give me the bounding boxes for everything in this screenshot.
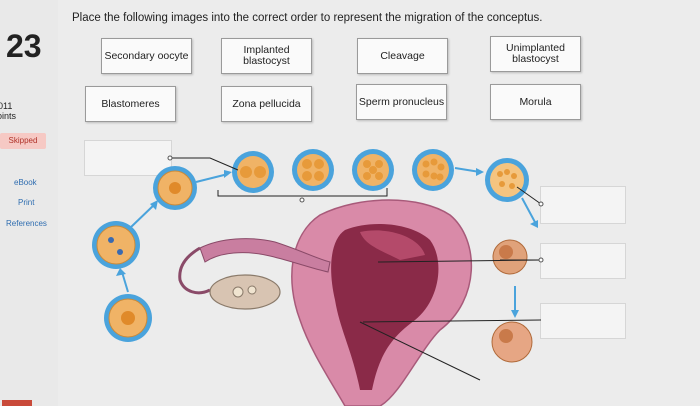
follicle — [232, 286, 244, 298]
stage-two-cell — [232, 151, 274, 193]
uterine-cavity — [331, 224, 439, 390]
red-tab — [2, 400, 32, 406]
drop-zone-3[interactable] — [540, 243, 626, 279]
tile-cleavage[interactable]: Cleavage — [357, 38, 448, 74]
follicle — [247, 285, 257, 295]
tile-secondary-oocyte[interactable]: Secondary oocyte — [101, 38, 192, 74]
drop-zone-4[interactable] — [540, 303, 626, 339]
question-prompt: Place the following images into the corr… — [72, 12, 543, 24]
leader-dot — [538, 257, 544, 263]
sidebar: 23 011 oints Skipped eBook Print Referen… — [0, 0, 58, 406]
stage-morula — [412, 149, 454, 191]
leader-lines — [170, 157, 542, 381]
conceptus-migration-diagram — [92, 149, 544, 406]
stage-four-cell — [292, 149, 334, 191]
points-value: 011 — [0, 101, 13, 111]
endometrium — [360, 230, 425, 260]
stage-implanting-blastocyst — [491, 321, 533, 363]
leader-dot — [167, 155, 173, 161]
references-link[interactable]: References — [6, 219, 47, 228]
stage-eight-cell — [352, 149, 394, 191]
stage-oocyte-bottom — [104, 294, 152, 342]
fallopian-tube — [199, 238, 331, 273]
stage-blastocyst — [485, 158, 529, 202]
stage-fertilized-egg — [153, 166, 197, 210]
drop-zone-1[interactable] — [84, 140, 172, 176]
points-label: oints — [0, 111, 17, 121]
tile-sperm-pronucleus[interactable]: Sperm pronucleus — [356, 84, 447, 120]
question-area: Place the following images into the corr… — [60, 0, 700, 406]
tile-zona-pellucida[interactable]: Zona pellucida — [221, 86, 312, 122]
tile-blastomeres[interactable]: Blastomeres — [85, 86, 176, 122]
leader-dot — [299, 197, 305, 203]
drop-zone-2[interactable] — [540, 186, 626, 224]
tile-unimplanted-blastocyst[interactable]: Unimplanted blastocyst — [490, 36, 581, 72]
ovary — [209, 274, 281, 310]
stage-hatching-blastocyst — [492, 239, 528, 275]
tile-morula[interactable]: Morula — [490, 84, 581, 120]
leader-dot — [538, 201, 544, 207]
print-link[interactable]: Print — [18, 198, 35, 207]
stage-zygote — [92, 221, 140, 269]
ebook-link[interactable]: eBook — [14, 178, 37, 187]
arrowheads — [116, 168, 538, 318]
migration-arrows — [121, 167, 537, 314]
status-badge: Skipped — [0, 133, 46, 149]
tile-implanted-blastocyst[interactable]: Implanted blastocyst — [221, 38, 312, 74]
question-number: 23 — [6, 28, 42, 64]
tube-fimbriae — [178, 246, 211, 295]
